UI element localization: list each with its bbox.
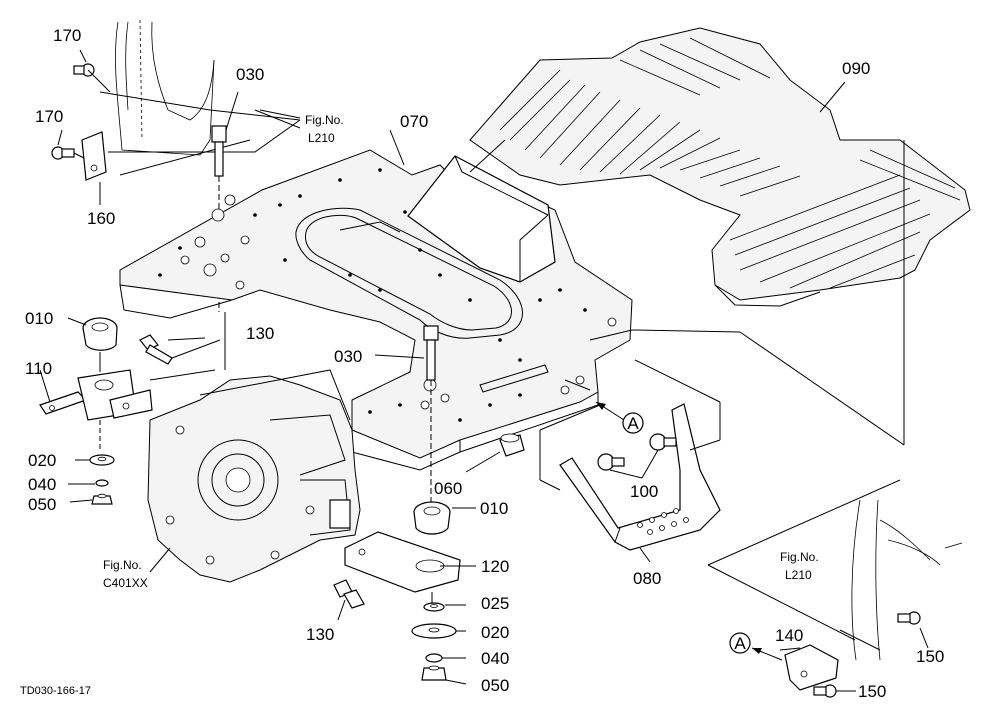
bolt-100-upper: [649, 433, 677, 451]
nut-050-right: [421, 665, 447, 681]
plate-holes: [158, 168, 617, 422]
bolt-030-middle: [374, 325, 439, 505]
label-010-right: 010: [480, 499, 508, 518]
label-120: 120: [481, 557, 509, 576]
washer-025: [423, 602, 445, 612]
fig-ref-2-line2: C401XX: [103, 576, 148, 590]
label-020-right: 020: [481, 623, 509, 642]
fig-ref-1-line1: Fig.No.: [305, 113, 344, 127]
label-040-left: 040: [28, 475, 56, 494]
label-150-upper: 150: [916, 647, 944, 666]
washer-020-left: [89, 454, 115, 466]
label-150-lower: 150: [858, 682, 886, 701]
label-170-upper: 170: [53, 26, 81, 45]
washer-040-right: [425, 653, 443, 663]
floor-plate-070: [119, 149, 633, 471]
figure-references: Fig.No. L210 Fig.No. C401XX Fig.No. L210: [103, 113, 819, 590]
part-labels: 170 170 160 030 070 090 010 130 110 030 …: [25, 26, 944, 701]
label-170-lower: 170: [35, 107, 63, 126]
fig-ref-3-line1: Fig.No.: [780, 550, 819, 564]
marker-a-label-2: A: [734, 634, 746, 653]
label-020-left: 020: [28, 451, 56, 470]
bolt-130-bottom: [333, 579, 365, 609]
fig-ref-2-line1: Fig.No.: [103, 558, 142, 572]
nut-050-left: [91, 493, 113, 505]
label-100: 100: [630, 482, 658, 501]
label-140: 140: [775, 626, 803, 645]
label-030-top: 030: [236, 65, 264, 84]
mat-ribs: [499, 37, 961, 289]
grommet-060: [499, 433, 525, 457]
label-110: 110: [25, 359, 52, 378]
bolt-150-lower: [813, 684, 837, 698]
bracket-120: [344, 531, 461, 604]
bolt-150-upper: [897, 611, 921, 625]
drawing-code: TD030-166-17: [20, 685, 91, 697]
washer-020-right: [411, 623, 457, 639]
label-025: 025: [481, 594, 509, 613]
label-050-right: 050: [481, 676, 509, 695]
label-060: 060: [434, 479, 462, 498]
floor-mat-090: [469, 27, 971, 307]
label-130-left: 130: [246, 324, 274, 343]
label-090: 090: [842, 59, 870, 78]
bracket-110: [39, 369, 153, 452]
steering-column-outline: [99, 19, 301, 176]
bolt-130-left: [139, 334, 221, 365]
bracket-140: [784, 644, 839, 691]
washer-040-left: [95, 479, 109, 487]
bracket-160: [81, 131, 107, 205]
marker-a-right: A: [595, 401, 644, 434]
label-130-bottom: 130: [306, 625, 334, 644]
lower-column-outline: [851, 499, 963, 661]
transmission-housing: [147, 369, 361, 583]
marker-a-label-1: A: [627, 414, 639, 433]
fig-ref-1-line2: L210: [308, 131, 335, 145]
step-bracket-080: [559, 403, 721, 551]
label-050-left: 050: [28, 495, 56, 514]
label-080: 080: [633, 569, 661, 588]
label-040-right: 040: [481, 649, 509, 668]
label-070: 070: [400, 112, 428, 131]
label-010-left: 010: [25, 309, 53, 328]
bolt-100-lower: [597, 453, 625, 471]
marker-a-lower: A: [729, 632, 783, 661]
leader-lines: [39, 49, 929, 692]
fig-ref-3-line2: L210: [785, 568, 812, 582]
rubber-mount-010-right: [413, 501, 451, 535]
label-160: 160: [87, 209, 115, 228]
rubber-mount-010-left: [82, 317, 118, 372]
bolt-170-lower: [51, 146, 85, 160]
label-030-middle: 030: [334, 347, 362, 366]
bolt-170-upper: [73, 63, 111, 93]
